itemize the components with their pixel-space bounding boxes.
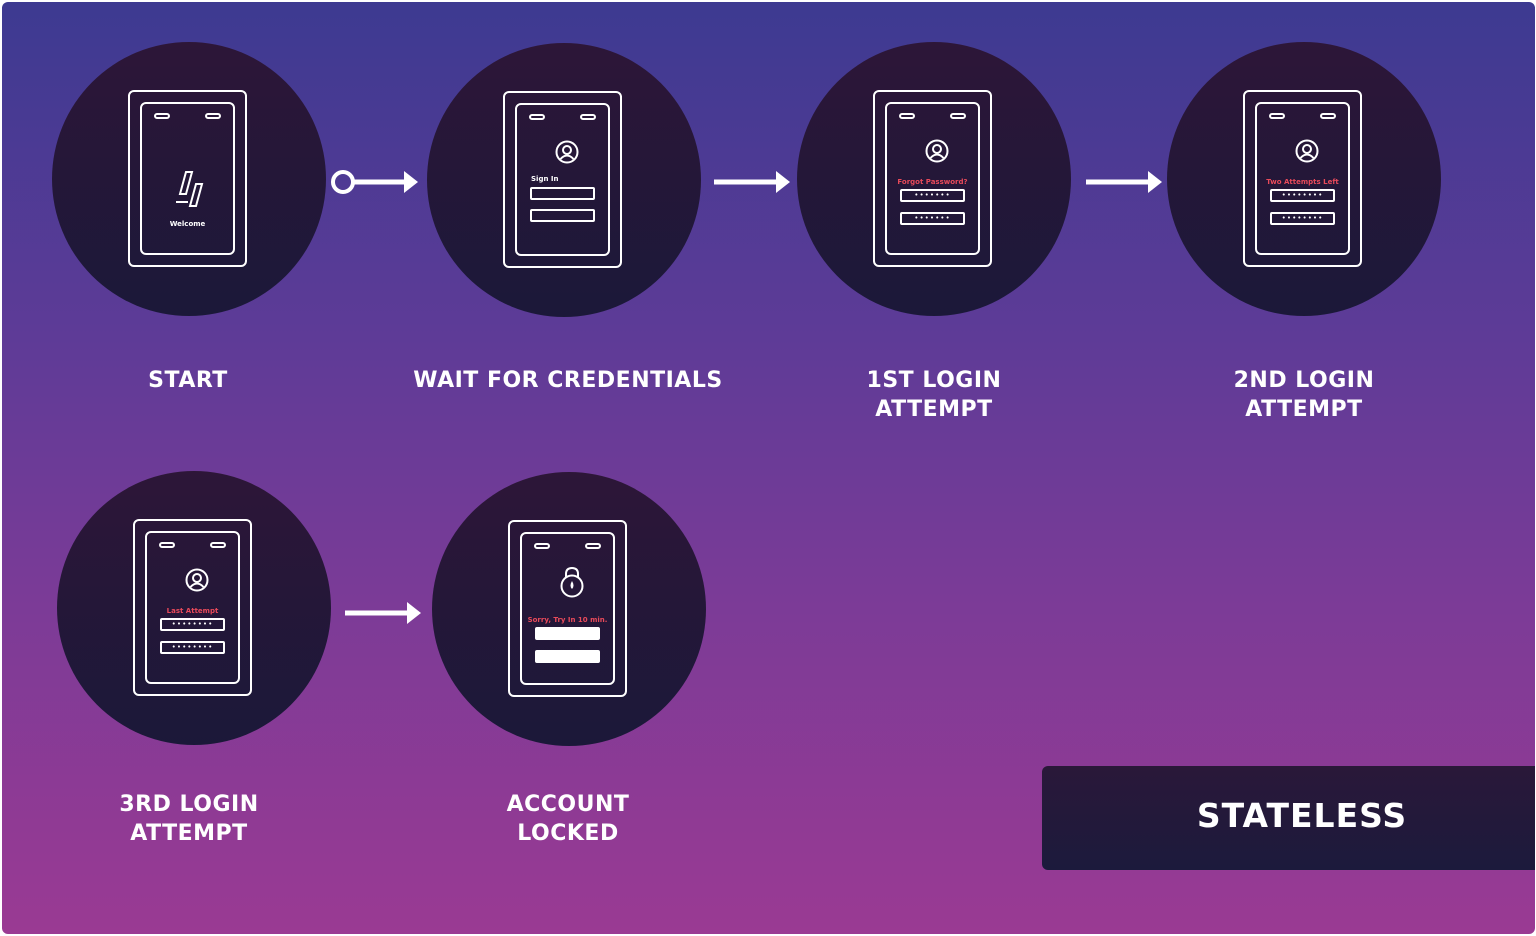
device-outline: Sign In [503,91,622,268]
speaker-slot-icon [580,114,596,120]
transition-arrow [1086,171,1162,193]
speaker-slot-icon [154,113,170,119]
speaker-slot-icon [205,113,221,119]
speaker-slot-icon [210,542,226,548]
state-node-account-locked: Sorry, Try In 10 min. [432,472,706,746]
state-label-first: 1ST LOGIN ATTEMPT [834,366,1034,424]
state-label-third: 3RD LOGIN ATTEMPT [89,790,289,848]
device-outline: Two Attempts Left •••••••• •••••••• [1243,90,1362,267]
locked-message: Sorry, Try In 10 min. [527,616,608,624]
speaker-slot-icon [159,542,175,548]
last-attempt-prompt: Last Attempt [166,607,219,615]
state-node-start: Welcome [52,42,326,316]
password-field: ••••••• [900,212,965,225]
speaker-slot-icon [1269,113,1285,119]
device-screen: Forgot Password? ••••••• ••••••• [885,102,980,255]
speaker-slot-icon [899,113,915,119]
state-label-start: START [88,366,288,395]
forgot-password-prompt: Forgot Password? [897,178,968,186]
state-node-third-attempt: Last Attempt •••••••• •••••••• [57,471,331,745]
device-outline: Last Attempt •••••••• •••••••• [133,519,252,696]
speaker-slot-icon [950,113,966,119]
label-line: 3RD LOGIN [119,792,259,817]
label-line: ATTEMPT [1245,397,1363,422]
password-field: •••••••• [1270,212,1335,225]
label-line: ATTEMPT [875,397,993,422]
device-screen: Two Attempts Left •••••••• •••••••• [1255,102,1350,255]
label-line: ATTEMPT [130,821,248,846]
username-field [535,627,600,640]
transition-arrow [345,602,421,624]
label-line: 2ND LOGIN [1233,368,1375,393]
speaker-slot-icon [1320,113,1336,119]
padlock-icon [560,566,584,598]
stateless-badge: STATELESS [1042,766,1535,870]
attempts-left-prompt: Two Attempts Left [1266,178,1339,186]
username-field: •••••••• [1270,189,1335,202]
username-field: •••••••• [160,618,225,631]
state-node-second-attempt: Two Attempts Left •••••••• •••••••• [1167,42,1441,316]
device-screen: Welcome [140,102,235,255]
label-line: ACCOUNT [506,792,630,817]
device-outline: Sorry, Try In 10 min. [508,520,627,697]
state-label-second: 2ND LOGIN ATTEMPT [1204,366,1404,424]
label-line: WAIT FOR CREDENTIALS [413,368,723,393]
badge-text: STATELESS [1196,796,1408,835]
label-line: 1ST LOGIN [866,368,1002,393]
user-icon [925,139,949,163]
speaker-slot-icon [529,114,545,120]
label-line: LOCKED [517,821,619,846]
user-icon [185,568,209,592]
device-outline: Forgot Password? ••••••• ••••••• [873,90,992,267]
speaker-slot-icon [585,543,601,549]
user-icon [555,140,579,164]
device-screen: Last Attempt •••••••• •••••••• [145,531,240,684]
state-label-locked: ACCOUNT LOCKED [468,790,668,848]
transition-arrow [714,171,790,193]
label-line: START [148,368,228,393]
username-field [530,187,595,200]
device-screen: Sorry, Try In 10 min. [520,532,615,685]
brand-logo-icon [176,171,204,207]
password-field: •••••••• [160,641,225,654]
device-screen: Sign In [515,103,610,256]
password-field [530,209,595,222]
device-outline: Welcome [128,90,247,267]
state-label-wait: WAIT FOR CREDENTIALS [398,366,738,395]
state-node-wait-for-credentials: Sign In [427,43,701,317]
user-icon [1295,139,1319,163]
speaker-slot-icon [534,543,550,549]
state-node-first-attempt: Forgot Password? ••••••• ••••••• [797,42,1071,316]
sign-in-prompt: Sign In [531,175,559,183]
start-transition-arrow [331,170,418,194]
welcome-text: Welcome [169,220,206,228]
password-field [535,650,600,663]
username-field: ••••••• [900,189,965,202]
